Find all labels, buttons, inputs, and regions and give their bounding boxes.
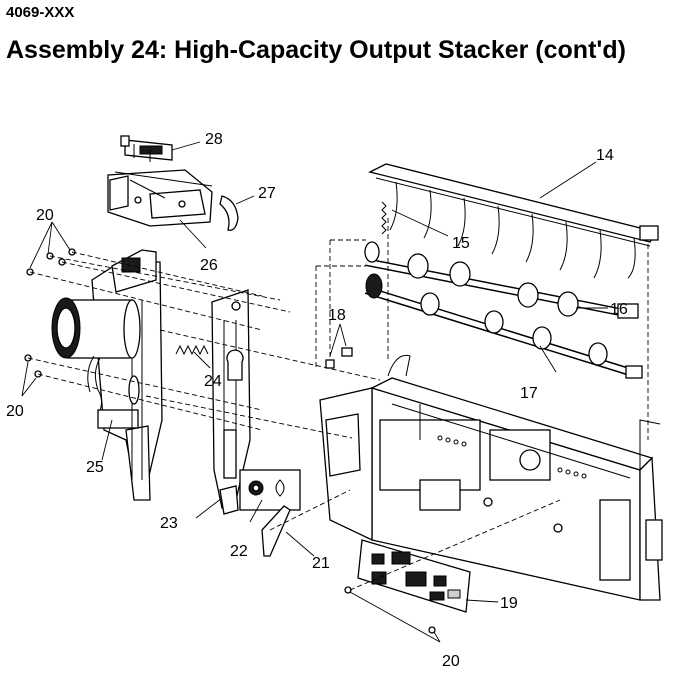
page-title: Assembly 24: High-Capacity Output Stacke… (6, 36, 626, 64)
assembly-dashed-lines (27, 218, 649, 591)
part-24-spring (175, 344, 209, 356)
callout-24: 24 (204, 373, 222, 390)
callout-18: 18 (328, 307, 346, 324)
callout-16: 16 (610, 301, 628, 318)
part-16-shaft (364, 241, 639, 319)
main-frame (319, 354, 663, 601)
part-28-connector (120, 135, 173, 162)
callout-20-bottom: 20 (442, 653, 460, 670)
callout-25: 25 (86, 459, 104, 476)
callout-22: 22 (230, 543, 248, 560)
callout-15: 15 (452, 235, 470, 252)
callout-17: 17 (520, 385, 538, 402)
part-22-gear-latch (239, 469, 301, 511)
part-27-actuator (219, 195, 239, 231)
callout-20-left-bottom: 20 (6, 403, 24, 420)
callout-28: 28 (205, 131, 223, 148)
callout-23: 23 (160, 515, 178, 532)
part-15-spring (381, 201, 387, 235)
callout-20-left-top: 20 (36, 207, 54, 224)
callout-26: 26 (200, 257, 218, 274)
callout-19: 19 (500, 595, 518, 612)
callout-27: 27 (258, 185, 276, 202)
part-19-circuit-board (357, 539, 471, 613)
leader-lines (21, 141, 608, 643)
part-18-clips (325, 347, 353, 369)
callout-14: 14 (596, 147, 614, 164)
part-17-shaft (364, 273, 643, 379)
part-25-side-frame (51, 249, 163, 501)
part-23-side-plate (211, 289, 251, 515)
machine-type-code: 4069-XXX (6, 4, 75, 21)
callout-21: 21 (312, 555, 330, 572)
part-14-guide-rail (368, 163, 659, 279)
part-26-bracket (107, 169, 213, 227)
part-21-link-arm (261, 505, 291, 557)
